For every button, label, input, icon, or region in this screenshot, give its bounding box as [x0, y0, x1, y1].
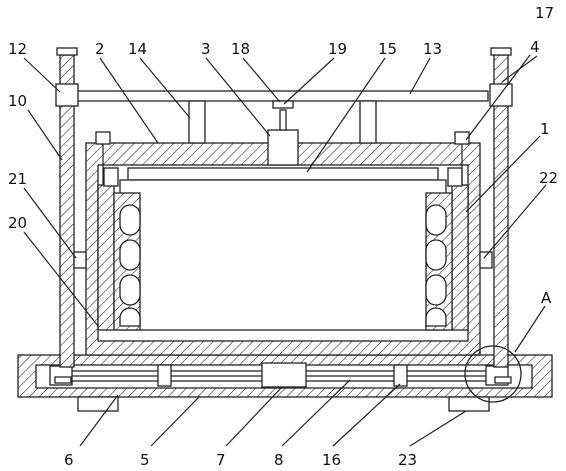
screw-rod-assembly — [49, 362, 509, 388]
label-14: 14 — [128, 40, 147, 58]
top-frame — [75, 90, 489, 166]
label-7: 7 — [216, 451, 226, 469]
bearing-right — [393, 364, 408, 387]
leader-lines — [23, 54, 547, 447]
label-17: 17 — [535, 4, 554, 22]
label-5: 5 — [140, 451, 150, 469]
right-clamp — [425, 131, 470, 331]
left-clamp — [95, 131, 141, 331]
label-15: 15 — [378, 40, 397, 58]
label-A: A — [541, 289, 552, 307]
motor — [261, 362, 307, 388]
label-23: 23 — [398, 451, 417, 469]
label-20: 20 — [8, 214, 27, 232]
label-1: 1 — [540, 120, 550, 138]
label-6: 6 — [64, 451, 74, 469]
label-16: 16 — [322, 451, 341, 469]
label-3: 3 — [201, 40, 211, 58]
label-13: 13 — [423, 40, 442, 58]
label-4: 4 — [530, 38, 540, 56]
label-22: 22 — [539, 169, 558, 187]
left-post — [54, 47, 87, 384]
label-21: 21 — [8, 170, 27, 188]
label-8: 8 — [274, 451, 284, 469]
label-18: 18 — [231, 40, 250, 58]
label-2: 2 — [95, 40, 105, 58]
inner-tray — [119, 167, 447, 331]
part-labels: 12 10 21 20 2 14 3 18 19 15 13 17 4 1 22… — [8, 4, 558, 469]
bearing-left — [157, 364, 172, 387]
detail-circle-a — [464, 345, 522, 403]
right-post — [479, 47, 513, 384]
label-12: 12 — [8, 40, 27, 58]
label-19: 19 — [328, 40, 347, 58]
label-10: 10 — [8, 92, 27, 110]
